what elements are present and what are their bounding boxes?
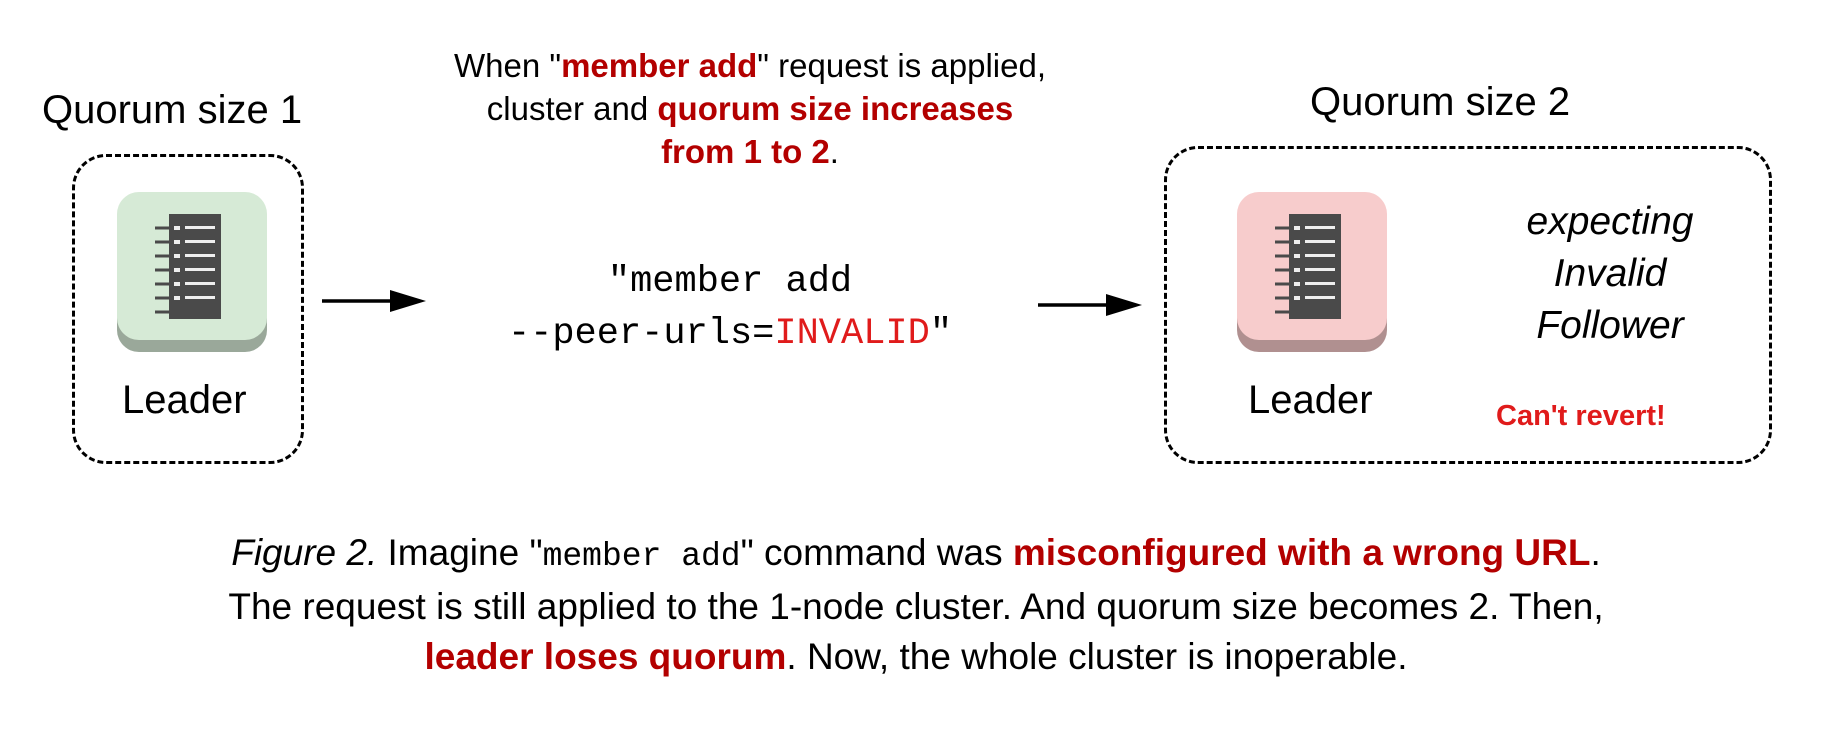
expect-line-1: expecting <box>1526 200 1694 243</box>
left-leader-tile <box>117 192 267 352</box>
right-cluster-box <box>1164 146 1772 464</box>
command-line-1: "member add <box>607 261 853 303</box>
member-add-command: "member add --peer-urls=INVALID" <box>420 256 1040 360</box>
note-line-2: cluster and quorum size increases <box>486 90 1014 127</box>
cant-revert-warning: Can't revert! <box>1496 400 1666 432</box>
caption-line-3: leader loses quorum. Now, the whole clus… <box>424 636 1408 677</box>
left-quorum-title: Quorum size 1 <box>42 88 303 132</box>
left-leader-label: Leader <box>122 378 247 422</box>
expect-line-2: Invalid <box>1553 252 1667 295</box>
expect-line-3: Follower <box>1536 304 1684 347</box>
right-leader-label: Leader <box>1248 378 1373 422</box>
command-line-2: --peer-urls=INVALID" <box>507 313 953 355</box>
right-leader-tile <box>1237 192 1387 352</box>
member-add-note: When "member add" request is applied, cl… <box>370 44 1130 173</box>
caption-line-2: The request is still applied to the 1-no… <box>228 586 1604 627</box>
note-line-3: from 1 to 2. <box>661 133 839 170</box>
server-rack-icon <box>1275 214 1341 319</box>
note-line-1: When "member add" request is applied, <box>453 47 1047 84</box>
arrow-right-icon <box>322 290 426 312</box>
arrow-right-icon <box>1038 294 1142 316</box>
figure-caption: Figure 2. Imagine "member add" command w… <box>0 528 1832 682</box>
right-quorum-title: Quorum size 2 <box>1310 80 1571 124</box>
expecting-invalid-follower: expecting Invalid Follower <box>1480 196 1740 352</box>
left-cluster-box <box>72 154 304 464</box>
caption-line-1: Figure 2. Imagine "member add" command w… <box>231 532 1601 575</box>
server-rack-icon <box>155 214 221 319</box>
